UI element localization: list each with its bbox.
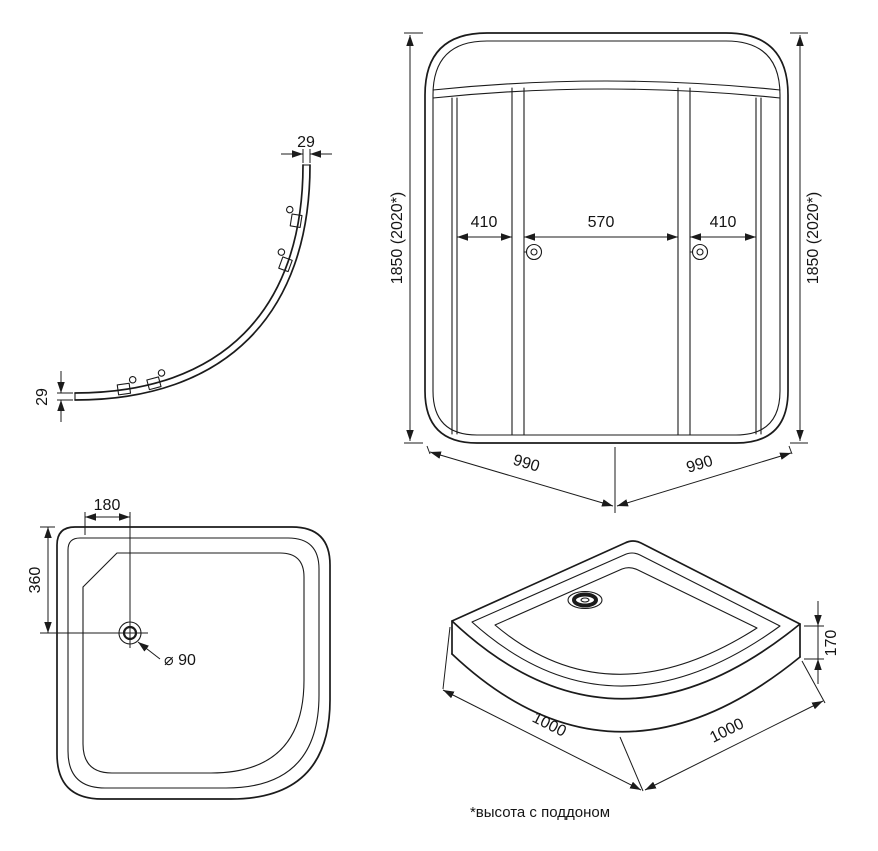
dim-label-panel-right: 410 <box>710 214 737 231</box>
right-door-handle <box>689 243 709 261</box>
cabin-inner-outline <box>432 40 781 436</box>
profile-top-view: 29 29 <box>34 134 332 422</box>
wall-bracket <box>286 205 303 229</box>
dim-label-profile-29-side: 29 <box>34 388 51 406</box>
left-door-handle <box>523 243 543 261</box>
tray-rim-outline <box>67 537 320 789</box>
dim-label-tray-height-170: 170 <box>823 630 840 657</box>
front-view <box>424 32 789 444</box>
dim-label-height-left: 1850 (2020*) <box>389 192 406 285</box>
dim-label-width-left-990: 990 <box>511 452 542 476</box>
tray-outer-outline <box>56 526 331 800</box>
dim-label-panel-left: 410 <box>471 214 498 231</box>
tray3d-rim <box>471 552 781 687</box>
cabin-outer-outline <box>424 32 789 444</box>
tray3d-side-bottom <box>451 653 801 733</box>
dim-label-tray-180: 180 <box>94 497 121 514</box>
tray-3d-view: 170 1000 1000 <box>442 540 840 792</box>
profile-outer-curve <box>74 164 311 401</box>
drain-3d <box>567 590 603 610</box>
dim-label-tray-1000-left: 1000 <box>529 709 569 740</box>
tray-basin-outline <box>82 552 305 774</box>
dim-label-door: 570 <box>588 214 615 231</box>
profile-inner-curve <box>74 164 304 394</box>
footnote: *высота с поддоном <box>470 804 610 821</box>
dim-label-drain-diameter: ⌀ 90 <box>164 652 196 669</box>
dim-label-height-right: 1850 (2020*) <box>805 192 822 285</box>
tray3d-top-outline <box>451 540 801 700</box>
top-rail-arc-2 <box>432 80 781 91</box>
tray3d-basin <box>494 567 758 675</box>
top-rail-arc-1 <box>432 88 781 99</box>
wall-bracket <box>116 376 137 396</box>
dim-label-width-right-990: 990 <box>684 453 715 477</box>
wall-bracket <box>146 369 166 391</box>
dim-label-tray-360: 360 <box>27 567 44 594</box>
wall-bracket <box>277 248 293 273</box>
dim-label-profile-29-top: 29 <box>297 134 315 151</box>
tray-plan-view: 180 360 ⌀ 90 <box>27 497 331 800</box>
